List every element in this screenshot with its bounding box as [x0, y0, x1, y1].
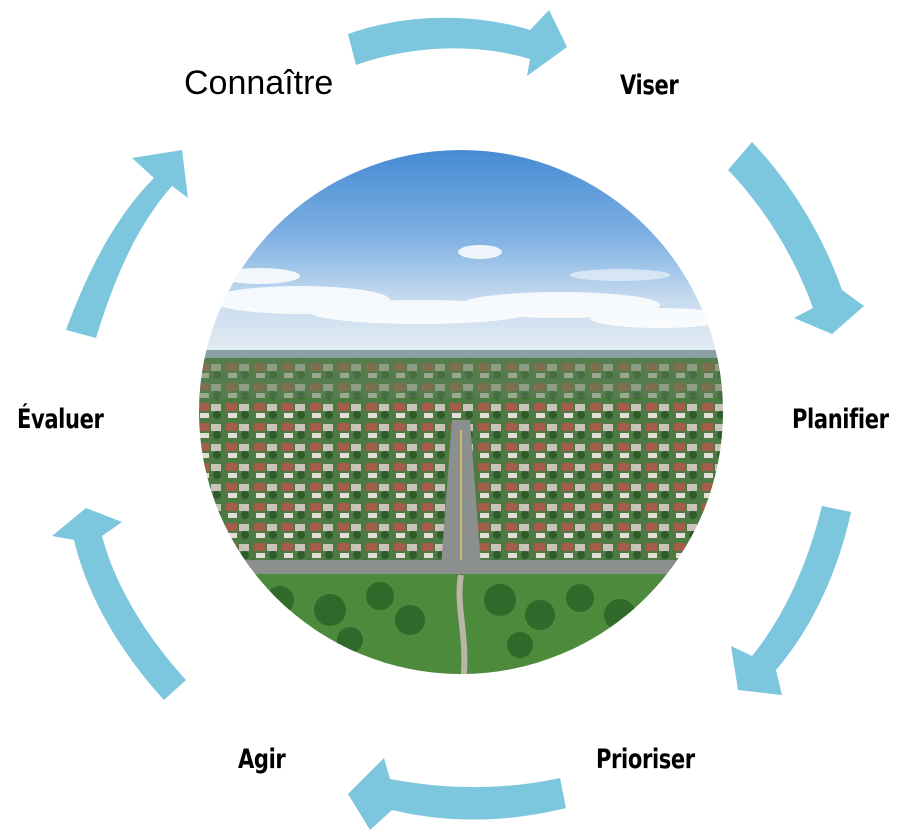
- arrow-connaitre-to-viser: [348, 10, 567, 76]
- stage-label-connaitre: Connaître: [184, 64, 334, 102]
- arrow-prioriser-to-agir: [348, 758, 566, 830]
- stage-label-planifier: Planifier: [792, 404, 889, 435]
- arrow-evaluer-to-connaitre: [66, 150, 188, 338]
- arrow-agir-to-evaluer: [52, 508, 186, 700]
- stage-label-viser: Viser: [620, 70, 679, 101]
- stage-label-prioriser: Prioriser: [596, 744, 695, 775]
- arrow-planifier-to-prioriser: [731, 506, 851, 695]
- arrow-viser-to-planifier: [728, 142, 864, 334]
- stage-label-evaluer: Évaluer: [17, 404, 104, 435]
- stage-label-agir: Agir: [238, 744, 286, 775]
- center-photo: [199, 150, 723, 674]
- cycle-arrows: [52, 10, 864, 830]
